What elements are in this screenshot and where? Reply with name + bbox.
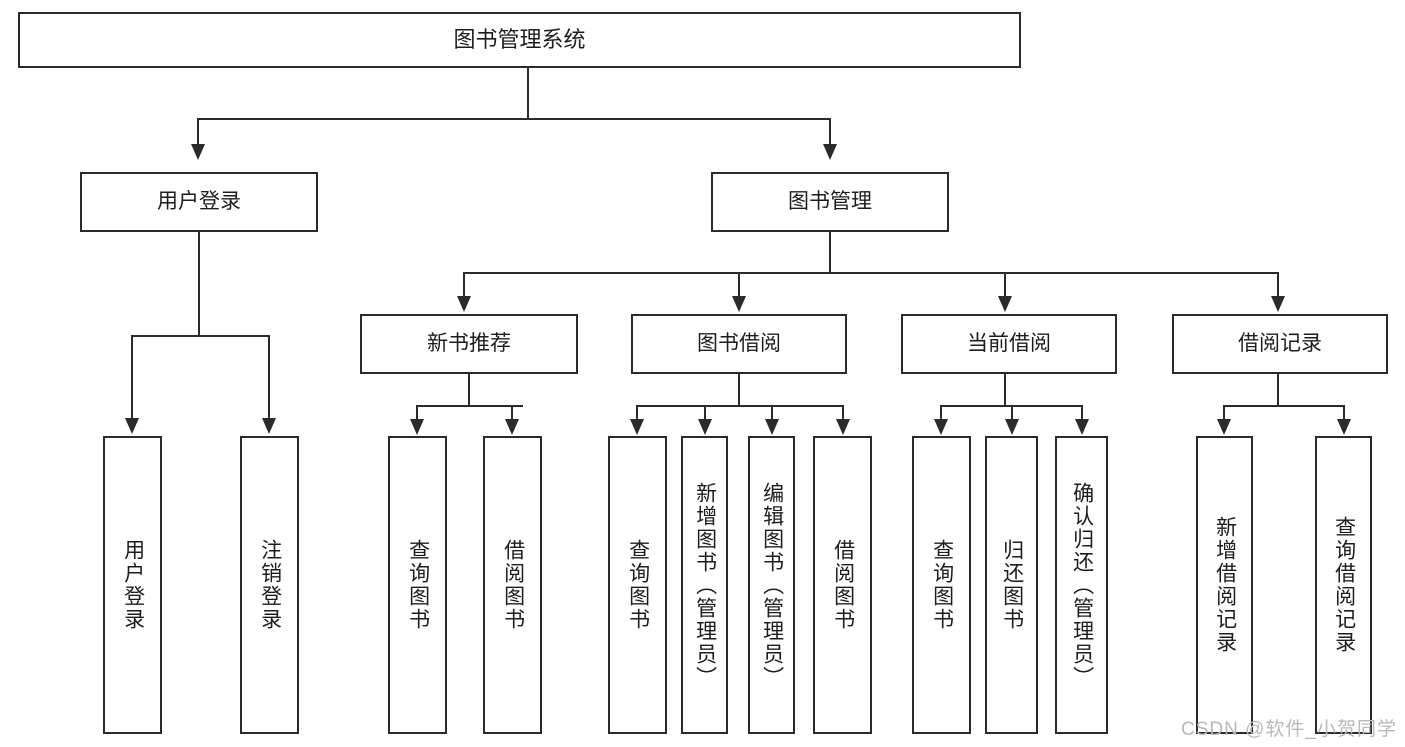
connector-book-manage-to-lvl3-2 [738, 272, 740, 298]
node-book-management[interactable]: 图书管理 [711, 172, 949, 232]
node-label: 图书管理系统 [453, 27, 586, 53]
csdn-watermark: CSDN @软件_小贺同学 [1181, 719, 1397, 740]
node-label: 新书推荐 [427, 331, 511, 355]
connector-book-manage-to-lvl3-4 [1277, 272, 1279, 298]
connector-root-bus [197, 118, 829, 120]
connector-new-book-to-leaf-2 [511, 405, 513, 421]
arrowhead-current-borrow-to-leaf-3 [1075, 419, 1089, 435]
node-label: 确认归还（管理员） [1070, 481, 1094, 689]
node-leaf-confirm-return-admin[interactable]: 确认归还（管理员） [1055, 436, 1108, 734]
connector-book-borrow-spine [738, 374, 740, 405]
node-leaf-query-book-recommend[interactable]: 查询图书 [388, 436, 447, 734]
node-label: 注销登录 [258, 539, 282, 631]
arrowhead-book-manage-to-lvl3-1 [457, 296, 471, 312]
node-leaf-return-book[interactable]: 归还图书 [985, 436, 1038, 734]
connector-borrow-record-bus [1223, 405, 1344, 407]
connector-user-login-to-leaf-1 [131, 335, 133, 420]
connector-new-book-spine [468, 374, 470, 405]
connector-book-borrow-to-leaf-4 [842, 405, 844, 421]
connector-book-borrow-bus [636, 405, 842, 407]
node-leaf-logout[interactable]: 注销登录 [240, 436, 299, 734]
connector-new-book-bus [416, 405, 523, 407]
node-label: 新增借阅记录 [1213, 516, 1237, 654]
arrowhead-root-to-book-manage [823, 144, 837, 160]
connector-user-login-bus [131, 335, 268, 337]
connector-borrow-record-to-leaf-1 [1223, 405, 1225, 421]
node-leaf-query-book-borrow[interactable]: 查询图书 [608, 436, 667, 734]
node-root-book-management-system[interactable]: 图书管理系统 [18, 12, 1021, 68]
arrowhead-borrow-record-to-leaf-1 [1217, 419, 1231, 435]
node-leaf-query-book-current[interactable]: 查询图书 [912, 436, 971, 734]
connector-book-manage-to-lvl3-1 [463, 272, 465, 298]
node-label: 借阅图书 [831, 539, 855, 631]
connector-root-spine [527, 68, 529, 118]
connector-current-borrow-to-leaf-2 [1011, 405, 1013, 421]
arrowhead-new-book-to-leaf-1 [410, 419, 424, 435]
node-label: 查询图书 [930, 539, 954, 631]
connector-user-login-to-leaf-2 [268, 335, 270, 420]
connector-current-borrow-spine [1004, 374, 1006, 405]
node-label: 查询借阅记录 [1332, 516, 1356, 654]
connector-borrow-record-to-leaf-2 [1343, 405, 1345, 421]
arrowhead-book-borrow-to-leaf-2 [698, 419, 712, 435]
node-leaf-user-login[interactable]: 用户登录 [103, 436, 162, 734]
arrowhead-borrow-record-to-leaf-2 [1337, 419, 1351, 435]
node-leaf-query-borrow-record[interactable]: 查询借阅记录 [1315, 436, 1372, 734]
arrowhead-current-borrow-to-leaf-1 [934, 419, 948, 435]
node-label: 借阅记录 [1238, 331, 1322, 355]
connector-book-manage-bus [463, 272, 1279, 274]
connector-book-manage-spine [829, 232, 831, 272]
node-label: 用户登录 [121, 539, 145, 631]
node-label: 查询图书 [406, 539, 430, 631]
node-book-borrow[interactable]: 图书借阅 [631, 314, 847, 374]
node-leaf-borrow-book[interactable]: 借阅图书 [813, 436, 872, 734]
arrowhead-current-borrow-to-leaf-2 [1005, 419, 1019, 435]
node-leaf-borrow-book-recommend[interactable]: 借阅图书 [483, 436, 542, 734]
connector-book-borrow-to-leaf-2 [704, 405, 706, 421]
node-current-borrow[interactable]: 当前借阅 [901, 314, 1117, 374]
node-label: 图书借阅 [697, 331, 781, 355]
arrowhead-root-to-user-login [191, 144, 205, 160]
connector-root-to-user-login [197, 118, 199, 146]
arrowhead-book-borrow-to-leaf-1 [630, 419, 644, 435]
connector-user-login-spine [198, 232, 200, 335]
connector-current-borrow-to-leaf-3 [1081, 405, 1083, 421]
arrowhead-new-book-to-leaf-2 [505, 419, 519, 435]
arrowhead-user-login-to-leaf-2 [262, 418, 276, 434]
node-leaf-edit-book-admin[interactable]: 编辑图书（管理员） [748, 436, 795, 734]
node-user-login[interactable]: 用户登录 [80, 172, 318, 232]
arrowhead-book-manage-to-lvl3-4 [1271, 296, 1285, 312]
node-label: 图书管理 [788, 189, 872, 213]
connector-current-borrow-to-leaf-1 [940, 405, 942, 421]
arrowhead-book-borrow-to-leaf-3 [765, 419, 779, 435]
node-label: 查询图书 [626, 539, 650, 631]
connector-new-book-to-leaf-1 [416, 405, 418, 421]
node-leaf-add-book-admin[interactable]: 新增图书（管理员） [681, 436, 728, 734]
connector-book-borrow-to-leaf-1 [636, 405, 638, 421]
node-new-book-recommend[interactable]: 新书推荐 [360, 314, 578, 374]
node-borrow-record[interactable]: 借阅记录 [1172, 314, 1388, 374]
connector-book-manage-to-lvl3-3 [1004, 272, 1006, 298]
node-label: 归还图书 [1000, 539, 1024, 631]
node-label: 编辑图书（管理员） [760, 481, 784, 689]
arrowhead-book-manage-to-lvl3-3 [998, 296, 1012, 312]
connector-root-to-book-manage [829, 118, 831, 146]
node-label: 借阅图书 [501, 539, 525, 631]
connector-book-borrow-to-leaf-3 [771, 405, 773, 421]
arrowhead-user-login-to-leaf-1 [125, 418, 139, 434]
node-label: 用户登录 [157, 189, 241, 213]
arrowhead-book-manage-to-lvl3-2 [732, 296, 746, 312]
node-label: 当前借阅 [967, 331, 1051, 355]
node-label: 新增图书（管理员） [693, 481, 717, 689]
connector-borrow-record-spine [1277, 374, 1279, 405]
arrowhead-book-borrow-to-leaf-4 [836, 419, 850, 435]
node-leaf-add-borrow-record[interactable]: 新增借阅记录 [1196, 436, 1253, 734]
